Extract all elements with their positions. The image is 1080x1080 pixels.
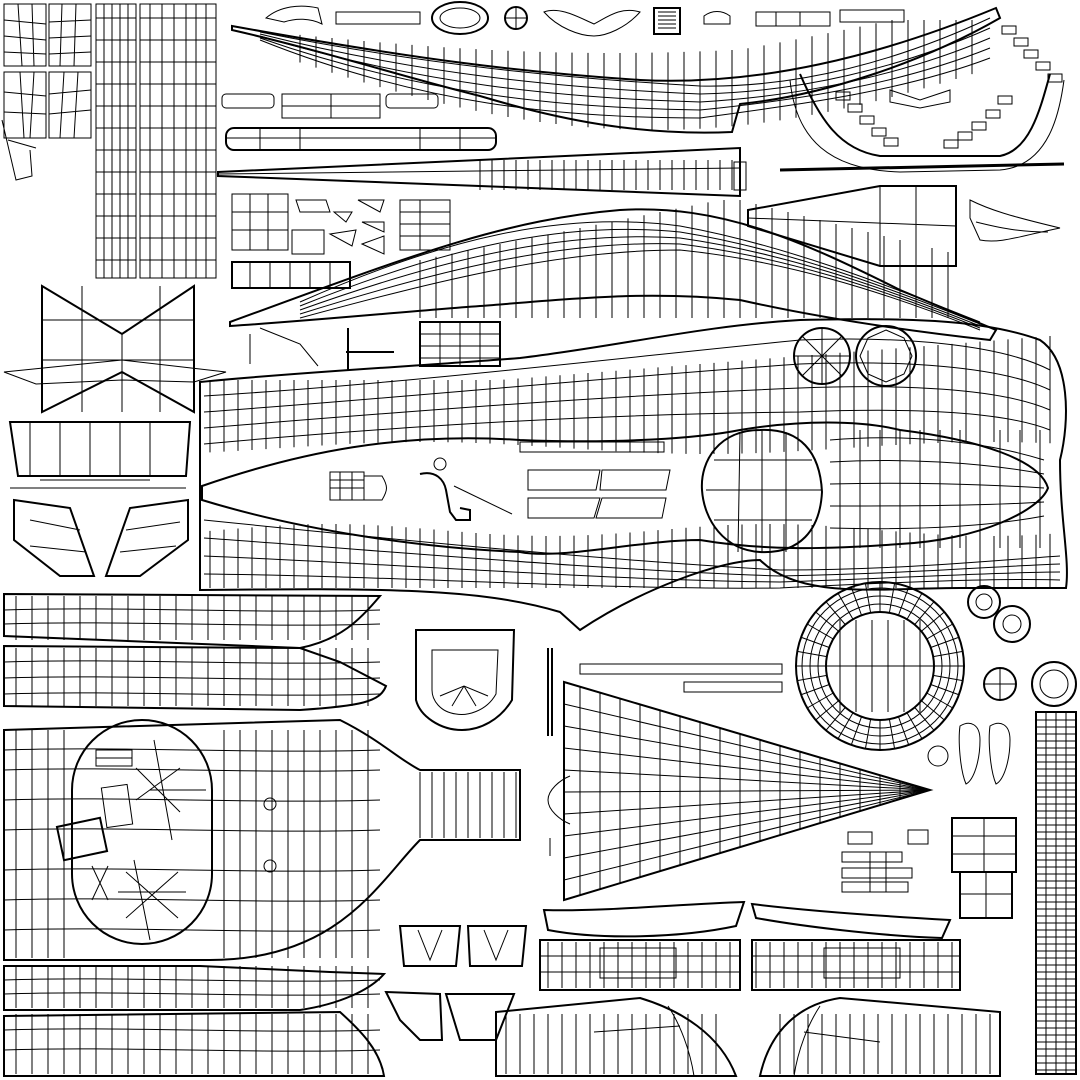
landing-gear-wheels — [927, 585, 1077, 767]
lower-left-grid — [3, 596, 517, 1074]
stair-blocks — [835, 25, 1063, 149]
small-rect-parts — [221, 93, 747, 191]
mid-small-parts — [249, 321, 501, 370]
nose-dome — [700, 428, 824, 554]
fuselage-main — [199, 318, 1068, 632]
lower-spar-shell — [229, 208, 998, 342]
thin-rods — [547, 648, 783, 856]
vertical-strip-panels — [95, 3, 217, 279]
engine-rings — [793, 325, 917, 387]
lower-right-grid — [505, 942, 991, 1074]
middle-spar-shell — [217, 146, 741, 198]
right-door-panels — [951, 722, 1017, 919]
top-left-panels — [1, 3, 92, 181]
right-wedge-panel — [747, 185, 1061, 267]
top-small-parts — [264, 1, 905, 37]
oval-inner-panel — [55, 719, 277, 945]
cockpit-windows — [519, 441, 671, 519]
intake-ring-grid — [796, 582, 964, 750]
lower-right-panels — [495, 900, 1001, 1077]
bottom-center-pairs — [384, 925, 528, 1041]
right-strip-grid — [1036, 712, 1076, 1074]
cockpit-seat — [329, 457, 513, 521]
small-gear-parts — [841, 829, 929, 893]
left-wing-shells — [3, 284, 227, 577]
right-frame-part — [779, 73, 1065, 173]
vertical-strip-grid — [96, 4, 216, 278]
lower-spar-grid — [299, 200, 981, 331]
upper-spar-grid — [259, 17, 991, 130]
middle-spar-grid — [479, 160, 733, 190]
nose-cone — [415, 629, 516, 732]
tail-fin-grid — [563, 686, 931, 896]
left-small-clusters — [231, 193, 451, 289]
upper-spar-shell — [231, 6, 1002, 134]
fuselage-grid — [203, 336, 1061, 589]
lower-left-panels — [3, 592, 521, 1077]
